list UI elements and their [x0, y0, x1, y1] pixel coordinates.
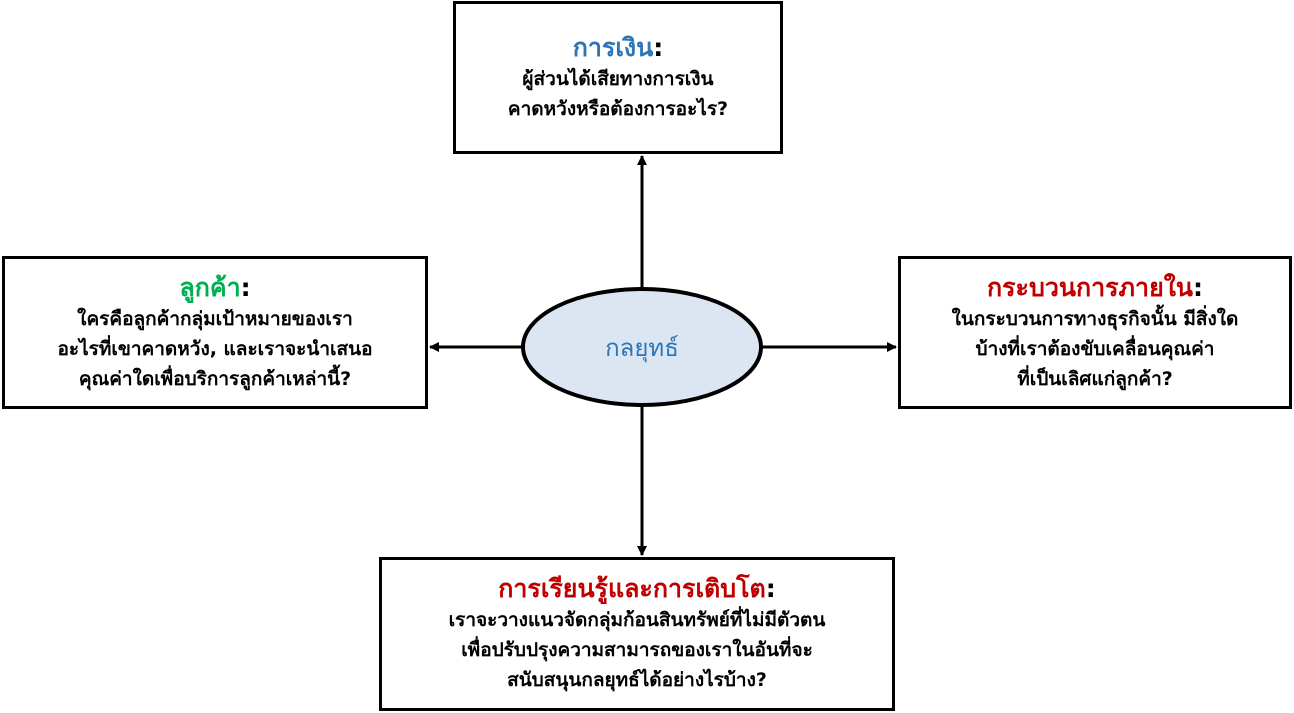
- financial-body: ผู้ส่วนได้เสียทางการเงิน คาดหวังหรือต้อง…: [508, 64, 728, 124]
- financial-title-text: การเงิน: [572, 32, 654, 62]
- strategy-label: กลยุทธ์: [605, 333, 679, 362]
- customer-line: ใครคือลูกค้ากลุ่มเป้าหมายของเรา: [77, 307, 353, 330]
- internal-process-perspective-box: กระบวนการภายใน: ในกระบวนการทางธุรกิจนั้น…: [898, 256, 1292, 409]
- financial-line: ผู้ส่วนได้เสียทางการเงิน: [522, 67, 714, 90]
- learning-title: การเรียนรู้และการเติบโต:: [498, 573, 776, 605]
- financial-title-colon: :: [653, 32, 664, 62]
- internal-line: บ้างที่เราต้องขับเคลื่อนคุณค่า: [975, 337, 1215, 360]
- financial-title: การเงิน:: [573, 32, 663, 64]
- customer-title-text: ลูกค้า: [179, 272, 241, 302]
- customer-line: อะไรที่เขาคาดหวัง, และเราจะนำเสนอ: [57, 337, 373, 360]
- internal-title-colon: :: [1193, 272, 1204, 302]
- customer-line: คุณค่าใดเพื่อบริการลูกค้าเหล่านี้?: [78, 367, 352, 390]
- internal-title: กระบวนการภายใน:: [987, 272, 1203, 304]
- internal-line: ที่เป็นเลิศแก่ลูกค้า?: [1017, 367, 1173, 390]
- customer-perspective-box: ลูกค้า: ใครคือลูกค้ากลุ่มเป้าหมายของเรา …: [2, 256, 428, 409]
- customer-title: ลูกค้า:: [179, 272, 250, 304]
- internal-line: ในกระบวนการทางธุรกิจนั้น มีสิ่งใด: [951, 307, 1239, 330]
- strategy-ellipse: [521, 287, 763, 407]
- customer-body: ใครคือลูกค้ากลุ่มเป้าหมายของเรา อะไรที่เ…: [57, 304, 372, 394]
- internal-title-text: กระบวนการภายใน: [986, 272, 1194, 302]
- financial-perspective-box: การเงิน: ผู้ส่วนได้เสียทางการเงิน คาดหวั…: [453, 1, 783, 154]
- learning-body: เราจะวางแนวจัดกลุ่มก้อนสินทรัพย์ที่ไม่มี…: [449, 605, 826, 695]
- internal-body: ในกระบวนการทางธุรกิจนั้น มีสิ่งใด บ้างที…: [952, 304, 1239, 394]
- financial-line: คาดหวังหรือต้องการอะไร?: [507, 97, 729, 120]
- learning-title-colon: :: [765, 574, 776, 603]
- learning-title-text: การเรียนรู้และการเติบโต: [498, 574, 766, 603]
- learning-growth-perspective-box: การเรียนรู้และการเติบโต: เราจะวางแนวจัดก…: [379, 557, 895, 711]
- learning-line: เราจะวางแนวจัดกลุ่มก้อนสินทรัพย์ที่ไม่มี…: [448, 609, 826, 631]
- learning-line: เพื่อปรับปรุงความสามารถของเราในอันที่จะ: [461, 639, 813, 661]
- customer-title-colon: :: [240, 272, 251, 302]
- learning-line: สนับสนุนกลยุทธ์ได้อย่างไรบ้าง?: [507, 669, 767, 691]
